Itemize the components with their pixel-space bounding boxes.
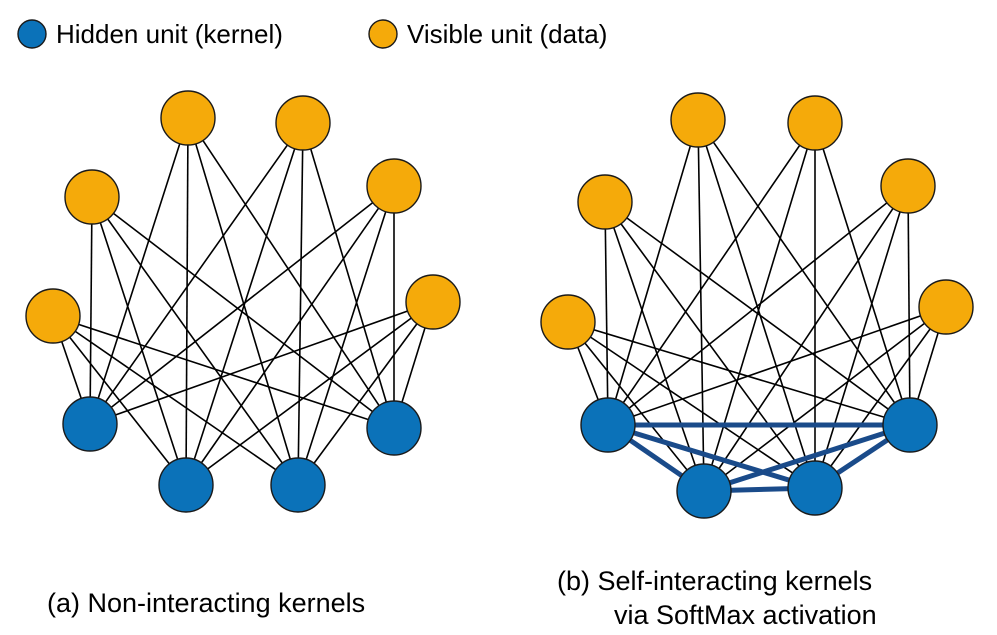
panel-a-visible-units: [25, 90, 461, 344]
hidden-unit-legend-swatch: [17, 19, 47, 49]
hidden-unit-1: [580, 397, 636, 453]
visible-unit-5: [366, 158, 422, 214]
edge-v5-h1: [89, 185, 395, 425]
visible-unit-4: [275, 95, 331, 151]
visible-unit-legend-swatch: [368, 19, 398, 49]
edge-v3-h2: [697, 119, 705, 492]
visible-unit-3: [670, 92, 726, 148]
panel-a-hidden-units: [62, 396, 422, 513]
hidden-unit-4: [366, 400, 422, 456]
edge-v2-h2: [91, 196, 187, 486]
edge-v3-h4: [187, 117, 395, 429]
panel-b-network: [540, 92, 974, 519]
edge-v6-h3: [814, 306, 947, 489]
edge-v3-h3: [187, 117, 299, 486]
edge-v2-h3: [604, 201, 816, 489]
edge-v4-h3: [297, 122, 304, 486]
edge-v6-h2: [703, 306, 947, 492]
panel-a-caption: (a) Non-interacting kernels: [47, 588, 365, 618]
hidden-unit-3: [270, 457, 326, 513]
edge-v6-h2: [185, 301, 434, 486]
panel-b-edges: [567, 119, 947, 492]
hidden-unit-legend-label: Hidden unit (kernel): [56, 19, 283, 49]
visible-unit-legend-label: Visible unit (data): [407, 19, 607, 49]
edge-v5-h3: [297, 185, 395, 486]
hidden-unit-2: [676, 463, 732, 519]
panel-b-caption-line-1: (b) Self-interacting kernels: [557, 566, 872, 596]
edge-v1-h4: [52, 315, 395, 429]
hidden-unit-1: [62, 396, 118, 452]
edge-v2-h1: [89, 196, 93, 425]
edge-v2-h2: [604, 201, 705, 492]
edge-v4-h1: [89, 122, 304, 425]
edge-v3-h3: [697, 119, 816, 489]
hidden-unit-3: [787, 460, 843, 516]
edge-v4-h1: [607, 122, 816, 426]
edge-v6-h3: [297, 301, 434, 486]
edge-v3-h1: [89, 117, 189, 425]
edge-v1-h3: [52, 315, 299, 486]
visible-unit-5: [880, 158, 936, 214]
edge-v5-h2: [703, 185, 909, 492]
visible-unit-1: [25, 288, 81, 344]
visible-unit-6: [918, 279, 974, 335]
panel-b-visible-units: [540, 92, 974, 350]
edge-v6-h1: [607, 306, 947, 426]
edge-v2-h4: [91, 196, 395, 429]
legend: Hidden unit (kernel) Visible unit (data): [17, 19, 607, 49]
panel-b-hidden-units: [580, 397, 938, 519]
edge-v4-h4: [302, 122, 395, 429]
edge-v4-h2: [703, 122, 816, 492]
edge-v1-h2: [567, 321, 705, 492]
panel-a-network: [25, 90, 461, 513]
visible-unit-3: [160, 90, 216, 146]
edge-v5-h1: [607, 185, 909, 426]
edge-v3-h4: [697, 119, 911, 426]
panel-b-kernel-edges: [605, 422, 913, 494]
edge-v6-h1: [89, 301, 434, 425]
panel-b-caption-line-2: via SoftMax activation: [614, 600, 877, 630]
edge-v1-h3: [567, 321, 816, 489]
edge-v4-h4: [814, 122, 911, 426]
visible-unit-4: [787, 95, 843, 151]
visible-unit-2: [64, 169, 120, 225]
edge-v2-h1: [604, 201, 609, 426]
kernel-edge-h1-h3: [605, 422, 818, 491]
edge-v3-h1: [607, 119, 699, 426]
hidden-unit-4: [882, 397, 938, 453]
kernel-edge-h2-h4: [701, 422, 913, 494]
edge-v5-h4: [907, 185, 911, 426]
edge-v3-h2: [185, 117, 189, 486]
panel-a-edges: [52, 117, 434, 486]
edge-v5-h2: [185, 185, 395, 486]
visible-unit-1: [540, 294, 596, 350]
hidden-unit-2: [158, 457, 214, 513]
visible-unit-2: [577, 174, 633, 230]
visible-unit-6: [405, 274, 461, 330]
